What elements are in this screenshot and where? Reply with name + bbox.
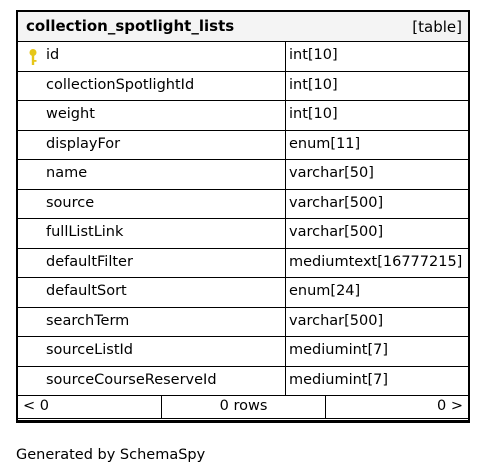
children-count-cell: 0 > <box>326 396 468 418</box>
column-name-cell: fullListLink <box>18 219 286 248</box>
column-name: sourceCourseReserveId <box>46 371 217 388</box>
column-row: fullListLink varchar[500] <box>18 219 468 249</box>
column-type: varchar[50] <box>289 165 374 181</box>
table-name: collection_spotlight_lists <box>26 17 235 35</box>
column-type-cell: varchar[500] <box>286 219 468 248</box>
column-row: defaultSort enum[24] <box>18 278 468 308</box>
column-name-cell: defaultFilter <box>18 248 286 277</box>
column-type-cell: int[10] <box>286 42 468 71</box>
row-count: 0 rows <box>219 398 268 414</box>
column-name-cell: id <box>18 42 286 71</box>
column-name: fullListLink <box>46 224 124 240</box>
column-type-cell: varchar[50] <box>286 160 468 189</box>
column-type: mediumint[7] <box>289 371 389 388</box>
column-name-cell: source <box>18 189 286 218</box>
column-row: collectionSpotlightId int[10] <box>18 71 468 101</box>
column-type-cell: int[10] <box>286 101 468 130</box>
column-row: displayFor enum[11] <box>18 130 468 160</box>
column-name-cell: sourceListId <box>18 337 286 366</box>
column-name-cell: sourceCourseReserveId <box>18 366 286 395</box>
column-name: weight <box>46 106 95 122</box>
key-icon <box>29 49 37 65</box>
column-type-cell: varchar[500] <box>286 308 468 337</box>
column-type: enum[24] <box>289 283 361 299</box>
column-type: enum[11] <box>289 135 361 152</box>
row-count-cell: 0 rows <box>162 396 326 418</box>
column-name: defaultSort <box>46 283 127 299</box>
column-type-cell: enum[24] <box>286 278 468 307</box>
column-type: mediumtext[16777215] <box>289 253 463 270</box>
column-type-cell: mediumtext[16777215] <box>286 249 468 278</box>
parents-count: < 0 <box>23 398 49 414</box>
generated-by-label: Generated by SchemaSpy <box>16 447 206 463</box>
column-row: sourceListId mediumint[7] <box>18 337 468 367</box>
column-type: varchar[500] <box>289 224 384 240</box>
column-row: defaultFilter mediumtext[16777215] <box>18 248 468 278</box>
column-type-cell: varchar[500] <box>286 190 468 219</box>
table-footer: < 0 0 rows 0 > <box>18 396 468 421</box>
column-name: sourceListId <box>46 342 133 358</box>
column-name: collectionSpotlightId <box>46 76 195 93</box>
column-row: weight int[10] <box>18 101 468 131</box>
column-type-cell: int[10] <box>286 72 468 101</box>
parents-count-cell: < 0 <box>18 396 162 418</box>
column-type-cell: mediumint[7] <box>286 337 468 366</box>
column-name: displayFor <box>46 135 121 152</box>
column-row: id int[10] <box>18 42 468 72</box>
column-name-cell: name <box>18 160 286 189</box>
column-name-cell: weight <box>18 101 286 130</box>
column-type: varchar[500] <box>289 312 384 329</box>
table-node: collection_spotlight_lists [table] id int… <box>16 10 470 423</box>
column-type-cell: mediumint[7] <box>286 367 468 396</box>
column-name: name <box>46 165 88 181</box>
column-row: source varchar[500] <box>18 189 468 219</box>
column-row: sourceCourseReserveId mediumint[7] <box>18 366 468 396</box>
table-header: collection_spotlight_lists [table] <box>18 12 468 42</box>
column-row: name varchar[50] <box>18 160 468 190</box>
column-type: int[10] <box>289 47 338 63</box>
children-count: 0 > <box>437 398 463 414</box>
column-name-cell: defaultSort <box>18 278 286 307</box>
column-name: source <box>46 194 95 211</box>
column-type: int[10] <box>289 106 338 122</box>
column-name: defaultFilter <box>46 253 133 270</box>
column-type: mediumint[7] <box>289 342 389 358</box>
column-row: searchTerm varchar[500] <box>18 307 468 337</box>
column-name: id <box>46 47 60 63</box>
column-name: searchTerm <box>46 312 130 329</box>
column-name-cell: collectionSpotlightId <box>18 71 286 100</box>
column-type: varchar[500] <box>289 194 384 211</box>
column-name-cell: displayFor <box>18 130 286 159</box>
table-kind-label: [table] <box>412 18 462 36</box>
column-type-cell: enum[11] <box>286 131 468 160</box>
column-name-cell: searchTerm <box>18 307 286 336</box>
column-type: int[10] <box>289 76 338 93</box>
